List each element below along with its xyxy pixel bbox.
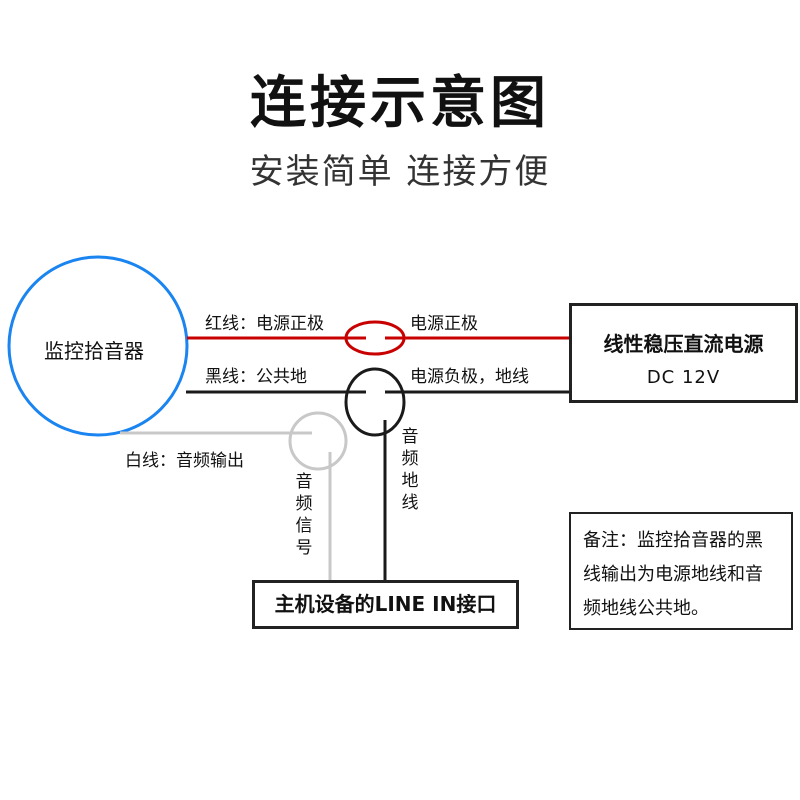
white-junction: [288, 411, 348, 471]
note-text: 备注：监控拾音器的黑线输出为电源地线和音频地线公共地。: [583, 530, 763, 619]
black-junction: [344, 367, 406, 437]
power-supply-name: 线性稳压直流电源: [603, 332, 764, 356]
power-supply-spec: DC 12V: [646, 367, 721, 388]
audio-signal-label: 音频信号: [295, 472, 313, 558]
power-positive-label: 电源正极: [410, 314, 478, 334]
white-wire-label: 白线：音频输出: [125, 451, 244, 471]
red-wire-label: 红线：电源正极: [205, 314, 324, 334]
power-supply-box: 线性稳压直流电源 DC 12V: [569, 303, 798, 403]
note-box: 备注：监控拾音器的黑线输出为电源地线和音频地线公共地。: [569, 512, 793, 630]
host-device-box: 主机设备的LINE IN接口: [252, 580, 519, 629]
audio-ground-label: 音频地线: [401, 427, 419, 513]
power-negative-label: 电源负极，地线: [410, 367, 529, 387]
device-circle: [7, 255, 189, 437]
page-title: 连接示意图: [250, 71, 550, 136]
black-wire-label: 黑线：公共地: [205, 367, 307, 387]
host-device-label: 主机设备的LINE IN接口: [274, 592, 497, 616]
red-junction: [344, 320, 406, 356]
page-subtitle: 安装简单 连接方便: [249, 152, 551, 192]
device-label: 监控拾音器: [44, 339, 144, 363]
